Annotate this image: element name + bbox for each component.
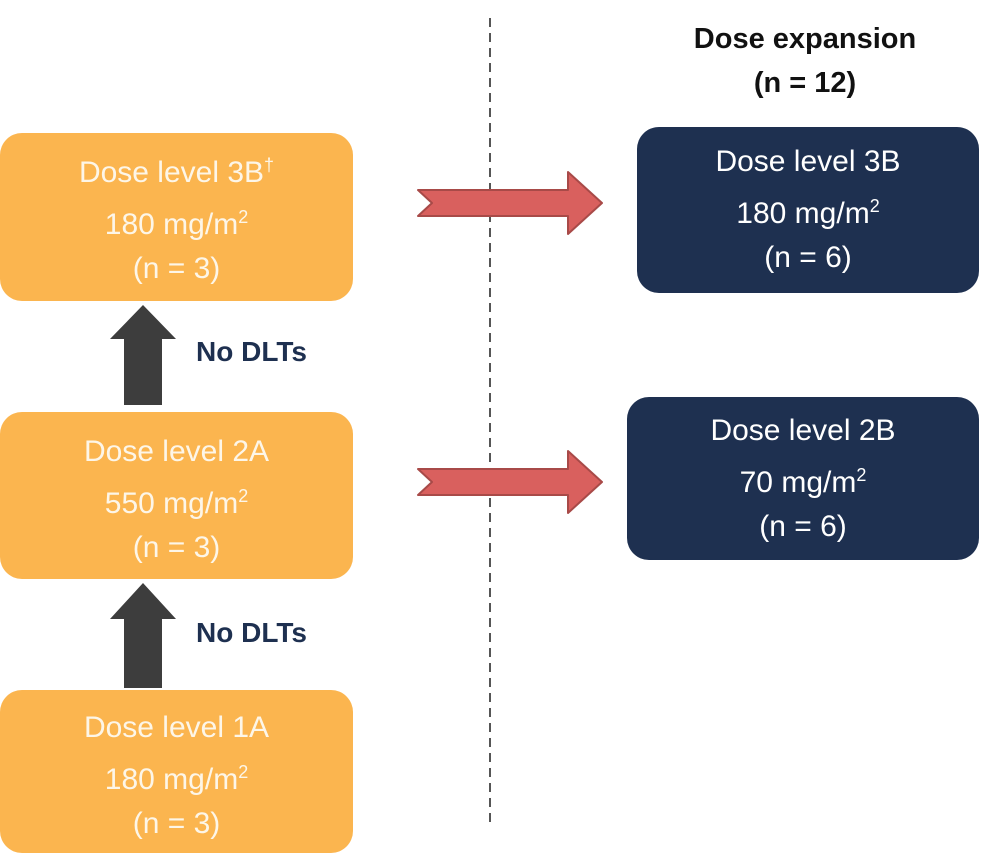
dose-level-2a-escalation-box: Dose level 2A 550 mg/m2 (n = 3)	[0, 412, 353, 579]
dose-level-2b-expansion-box: Dose level 2B 70 mg/m2 (n = 6)	[627, 397, 979, 560]
right-arrow-icon	[417, 171, 603, 235]
dose-superscript: 2	[238, 485, 249, 506]
dose-superscript: 2	[238, 761, 249, 782]
dose-expansion-title-line1: Dose expansion	[693, 23, 917, 55]
dose-expansion-title-line2: (n = 12)	[753, 67, 857, 99]
dose-level-1a-escalation-box: Dose level 1A 180 mg/m2 (n = 3)	[0, 690, 353, 853]
dose-label: 180 mg/m	[104, 208, 239, 241]
no-dlts-label: No DLTs	[196, 336, 307, 367]
dose-label: 180 mg/m	[736, 197, 870, 230]
n-label: (n = 3)	[132, 252, 221, 285]
level-label: Dose level 2A	[83, 434, 270, 468]
n-label: (n = 3)	[132, 806, 221, 840]
level-label: Dose level 3B	[715, 145, 901, 178]
n-label: (n = 6)	[759, 509, 847, 543]
no-dlts-label: No DLTs	[196, 617, 307, 648]
dose-superscript: 2	[238, 207, 249, 227]
level-label: Dose level 3B	[78, 156, 265, 189]
up-arrow-icon	[110, 305, 176, 405]
dagger-mark: †	[264, 155, 275, 175]
dose-label: 70 mg/m	[739, 465, 857, 499]
n-label: (n = 6)	[764, 241, 852, 274]
dose-level-3b-expansion-box: Dose level 3B 180 mg/m2 (n = 6)	[637, 127, 979, 293]
level-label: Dose level 2B	[710, 413, 896, 447]
dose-superscript: 2	[869, 196, 880, 216]
dose-expansion-title: Dose expansion (n = 12)	[655, 17, 955, 105]
dose-label: 550 mg/m	[104, 486, 239, 520]
up-arrow-icon	[110, 583, 176, 688]
dose-label: 180 mg/m	[104, 762, 239, 796]
dose-superscript: 2	[856, 464, 867, 485]
dose-level-3b-escalation-box: Dose level 3B† 180 mg/m2 (n = 3)	[0, 133, 353, 301]
right-arrow-icon	[417, 450, 603, 514]
n-label: (n = 3)	[132, 530, 221, 564]
level-label: Dose level 1A	[83, 710, 270, 744]
dashed-divider	[489, 18, 491, 828]
